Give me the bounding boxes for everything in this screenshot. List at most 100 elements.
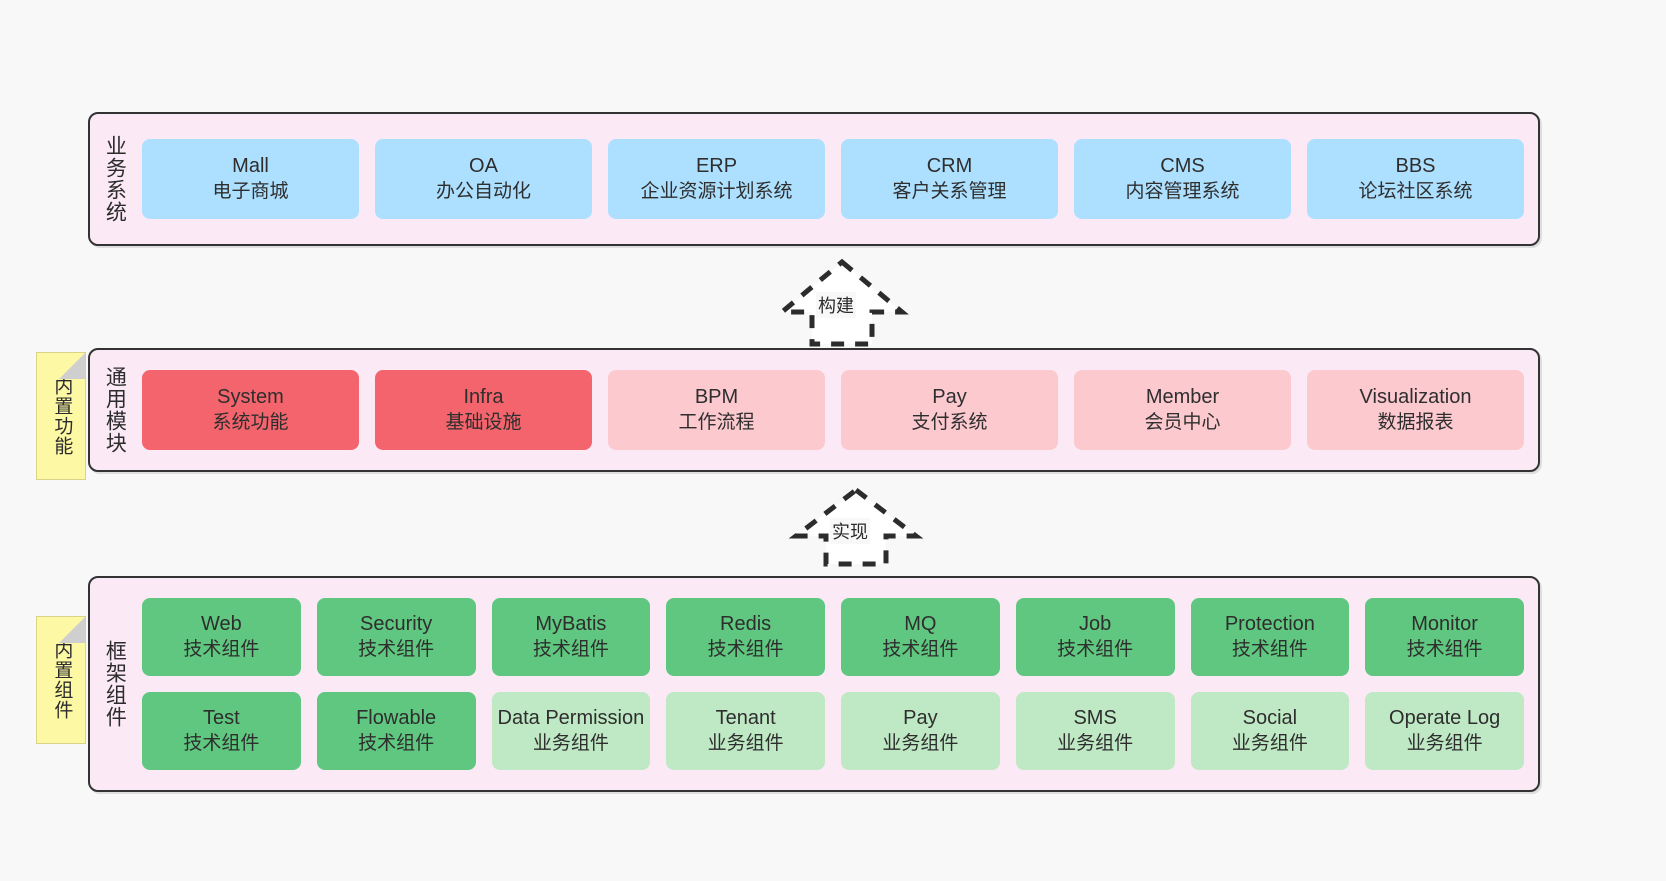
arrow-build-label: 构建 xyxy=(816,292,856,318)
box-mybatis-desc: 技术组件 xyxy=(532,638,609,660)
layer-title-business-system: 业务系统 xyxy=(103,135,127,223)
box-oa[interactable]: OA 办公自动化 xyxy=(375,139,592,219)
row-common-modules: System 系统功能 Infra 基础设施 BPM 工作流程 Pay 支付系统… xyxy=(142,370,1524,450)
box-infra[interactable]: Infra 基础设施 xyxy=(375,370,592,450)
box-redis[interactable]: Redis 技术组件 xyxy=(666,598,825,676)
box-bpm-name: BPM xyxy=(694,386,739,409)
box-crm-desc: 客户关系管理 xyxy=(892,180,1007,202)
box-mall[interactable]: Mall 电子商城 xyxy=(142,139,359,219)
box-tenant-name: Tenant xyxy=(715,707,776,730)
box-redis-name: Redis xyxy=(720,613,772,636)
box-crm[interactable]: CRM 客户关系管理 xyxy=(841,139,1058,219)
box-flowable[interactable]: Flowable 技术组件 xyxy=(316,692,476,770)
layer-body-framework-component: Web 技术组件 Security 技术组件 MyBatis 技术组件 Redi… xyxy=(138,578,1538,790)
box-monitor[interactable]: Monitor 技术组件 xyxy=(1365,598,1524,676)
layer-body-business-system: Mall 电子商城 OA 办公自动化 ERP 企业资源计划系统 CRM 客户关系… xyxy=(138,114,1538,244)
layer-framework-component: 框架组件 Web 技术组件 Security 技术组件 MyBatis 技术组件… xyxy=(88,576,1540,792)
box-sms[interactable]: SMS 业务组件 xyxy=(1015,692,1175,770)
row-tech-components: Web 技术组件 Security 技术组件 MyBatis 技术组件 Redi… xyxy=(142,598,1524,676)
box-data-permission-name: Data Permission xyxy=(497,707,645,730)
box-system-desc: 系统功能 xyxy=(212,411,289,433)
box-tenant[interactable]: Tenant 业务组件 xyxy=(666,692,825,770)
box-erp-name: ERP xyxy=(695,155,738,178)
note-builtin-components: 内置组件 xyxy=(36,616,86,744)
box-web-desc: 技术组件 xyxy=(183,638,260,660)
box-mq-desc: 技术组件 xyxy=(882,638,959,660)
layer-common-module: 通用模块 System 系统功能 Infra 基础设施 BPM 工作流程 Pay… xyxy=(88,348,1540,472)
box-member-desc: 会员中心 xyxy=(1144,411,1221,433)
box-pay-module[interactable]: Pay 支付系统 xyxy=(841,370,1058,450)
box-data-permission-desc: 业务组件 xyxy=(532,732,609,754)
box-oa-name: OA xyxy=(469,155,498,178)
box-flowable-desc: 技术组件 xyxy=(358,732,435,754)
box-mq[interactable]: MQ 技术组件 xyxy=(841,598,1000,676)
row-business-components: Test 技术组件 Flowable 技术组件 Data Permission … xyxy=(142,692,1524,770)
box-tenant-desc: 业务组件 xyxy=(707,732,784,754)
box-test-desc: 技术组件 xyxy=(183,732,260,754)
box-bbs-name: BBS xyxy=(1395,155,1436,178)
box-visualization[interactable]: Visualization 数据报表 xyxy=(1307,370,1524,450)
box-cms-desc: 内容管理系统 xyxy=(1125,180,1240,202)
box-member[interactable]: Member 会员中心 xyxy=(1074,370,1291,450)
box-job[interactable]: Job 技术组件 xyxy=(1015,598,1175,676)
box-operate-log[interactable]: Operate Log 业务组件 xyxy=(1365,692,1524,770)
box-member-name: Member xyxy=(1145,386,1220,409)
box-mybatis-name: MyBatis xyxy=(535,613,607,636)
box-mall-desc: 电子商城 xyxy=(212,180,289,202)
box-security[interactable]: Security 技术组件 xyxy=(316,598,476,676)
box-pay-component[interactable]: Pay 业务组件 xyxy=(841,692,1000,770)
box-social-name: Social xyxy=(1242,707,1298,730)
box-infra-name: Infra xyxy=(463,386,504,409)
box-protection-desc: 技术组件 xyxy=(1231,638,1308,660)
arrow-implement-label: 实现 xyxy=(830,518,870,544)
box-test[interactable]: Test 技术组件 xyxy=(142,692,301,770)
box-job-desc: 技术组件 xyxy=(1057,638,1134,660)
layer-title-framework-component: 框架组件 xyxy=(103,640,127,728)
box-pay-component-desc: 业务组件 xyxy=(882,732,959,754)
note-builtin-components-label: 内置组件 xyxy=(51,640,73,720)
box-data-permission[interactable]: Data Permission 业务组件 xyxy=(491,692,651,770)
box-flowable-name: Flowable xyxy=(356,707,437,730)
box-visualization-name: Visualization xyxy=(1359,386,1472,409)
box-security-name: Security xyxy=(360,613,433,636)
box-system-name: System xyxy=(217,386,284,409)
arrow-implement: 实现 xyxy=(770,486,942,567)
box-infra-desc: 基础设施 xyxy=(445,411,522,433)
box-pay-component-name: Pay xyxy=(903,707,938,730)
box-bpm[interactable]: BPM 工作流程 xyxy=(608,370,825,450)
box-cms-name: CMS xyxy=(1160,155,1205,178)
box-web[interactable]: Web 技术组件 xyxy=(142,598,301,676)
row-business-systems: Mall 电子商城 OA 办公自动化 ERP 企业资源计划系统 CRM 客户关系… xyxy=(142,139,1524,219)
box-oa-desc: 办公自动化 xyxy=(435,180,531,202)
box-web-name: Web xyxy=(200,613,242,636)
box-crm-name: CRM xyxy=(926,155,973,178)
box-bbs[interactable]: BBS 论坛社区系统 xyxy=(1307,139,1524,219)
box-pay-module-name: Pay xyxy=(932,386,967,409)
box-bbs-desc: 论坛社区系统 xyxy=(1358,180,1473,202)
box-sms-desc: 业务组件 xyxy=(1057,732,1134,754)
box-test-name: Test xyxy=(203,707,240,730)
box-monitor-name: Monitor xyxy=(1411,613,1478,636)
layer-body-common-module: System 系统功能 Infra 基础设施 BPM 工作流程 Pay 支付系统… xyxy=(138,350,1538,470)
box-social[interactable]: Social 业务组件 xyxy=(1190,692,1350,770)
box-mq-name: MQ xyxy=(904,613,937,636)
box-monitor-desc: 技术组件 xyxy=(1406,638,1483,660)
box-mall-name: Mall xyxy=(232,155,269,178)
note-builtin-functions-label: 内置功能 xyxy=(51,376,73,456)
box-pay-module-desc: 支付系统 xyxy=(911,411,988,433)
box-mybatis[interactable]: MyBatis 技术组件 xyxy=(491,598,651,676)
box-operate-log-name: Operate Log xyxy=(1389,707,1501,730)
box-redis-desc: 技术组件 xyxy=(707,638,784,660)
box-cms[interactable]: CMS 内容管理系统 xyxy=(1074,139,1291,219)
box-erp[interactable]: ERP 企业资源计划系统 xyxy=(608,139,825,219)
box-system[interactable]: System 系统功能 xyxy=(142,370,359,450)
box-protection[interactable]: Protection 技术组件 xyxy=(1190,598,1350,676)
box-bpm-desc: 工作流程 xyxy=(678,411,755,433)
layer-title-common-module: 通用模块 xyxy=(103,366,127,454)
box-social-desc: 业务组件 xyxy=(1231,732,1308,754)
box-job-name: Job xyxy=(1079,613,1112,636)
box-security-desc: 技术组件 xyxy=(358,638,435,660)
arrow-build: 构建 xyxy=(756,258,928,348)
layer-business-system: 业务系统 Mall 电子商城 OA 办公自动化 ERP 企业资源计划系统 CRM… xyxy=(88,112,1540,246)
